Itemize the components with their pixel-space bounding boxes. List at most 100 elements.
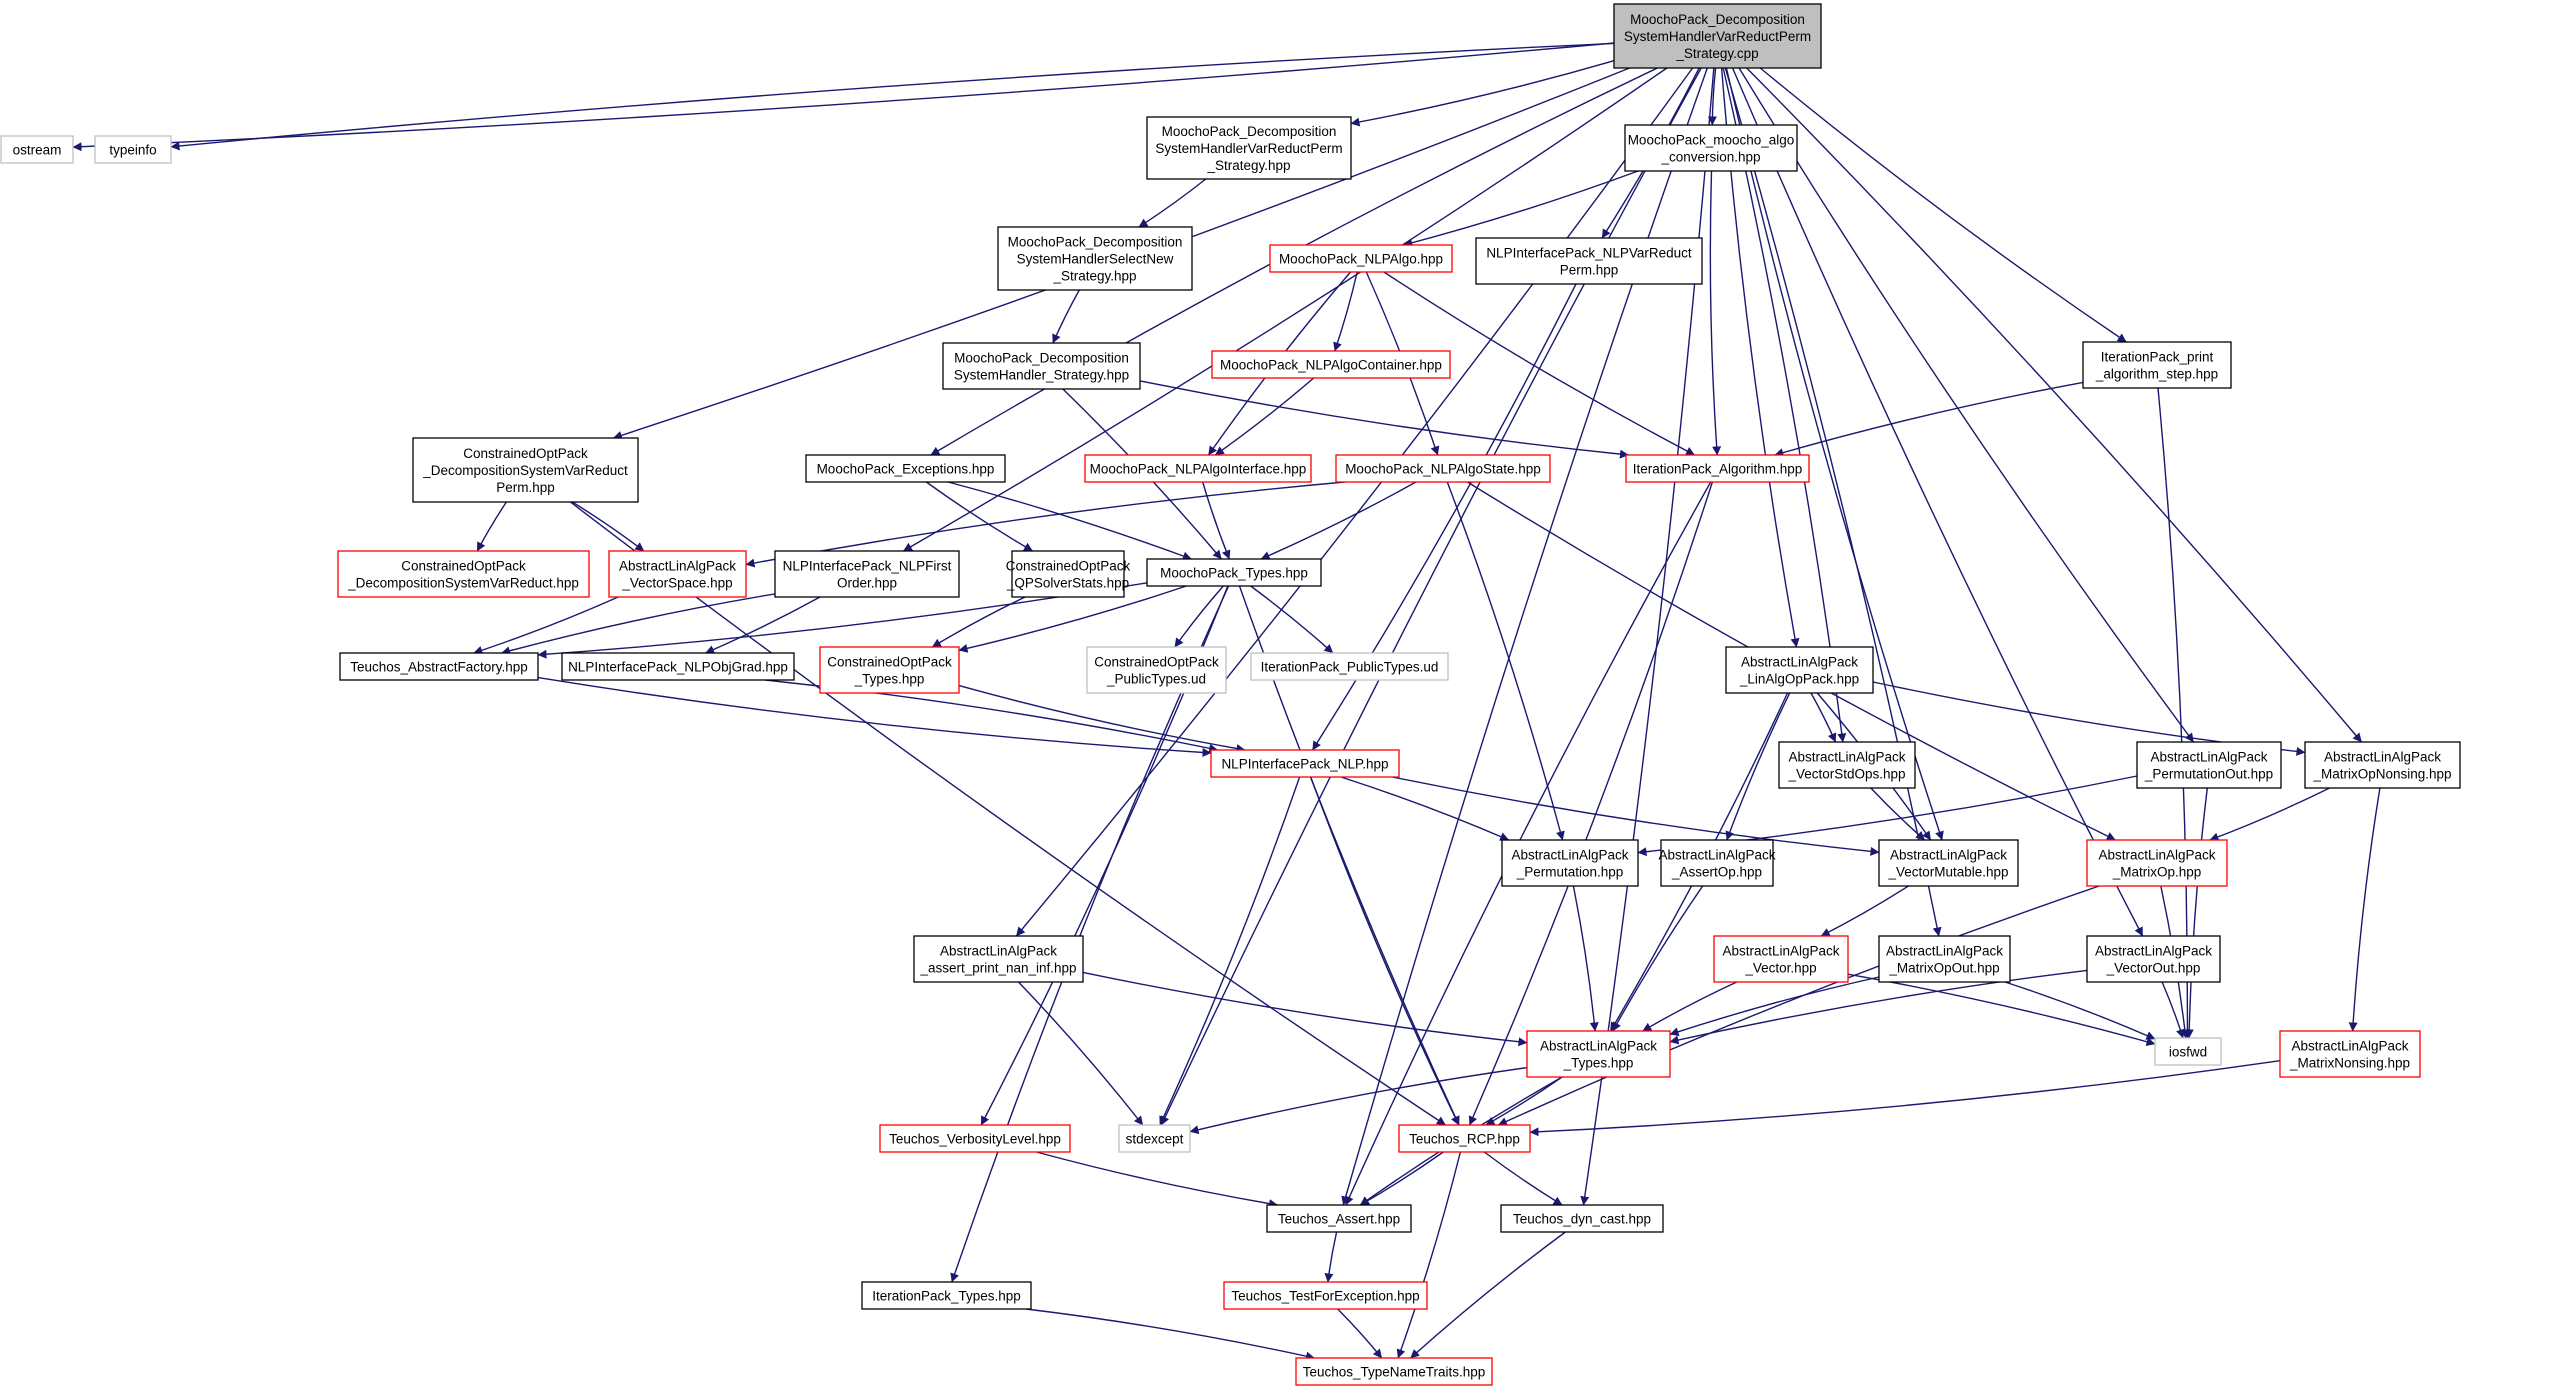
node-permutationout[interactable]: AbstractLinAlgPack _PermutationOut.hpp — [2136, 741, 2282, 789]
node-assert_print_nan[interactable]: AbstractLinAlgPack_assert_print_nan_inf.… — [913, 935, 1084, 983]
node-moocho_types[interactable]: MoochoPack_Types.hpp — [1146, 558, 1322, 587]
node-nlpalgocontainer[interactable]: MoochoPack_NLPAlgoContainer.hpp — [1211, 350, 1451, 379]
node-cop_dsvr_perm[interactable]: ConstrainedOptPack_DecompositionSystemVa… — [412, 437, 639, 503]
node-label-line: Teuchos_VerbosityLevel.hpp — [889, 1132, 1061, 1147]
node-label-line: _MatrixOpNonsing.hpp — [2312, 767, 2451, 782]
node-matrixopnonsing[interactable]: AbstractLinAlgPack _MatrixOpNonsing.hpp — [2304, 741, 2461, 789]
edge-nlpalgo-to-nlpalgocontainer — [1333, 271, 1358, 352]
node-box — [819, 646, 960, 694]
node-label-line: MoochoPack_Decomposition — [1162, 124, 1337, 139]
node-box — [2279, 1030, 2421, 1078]
node-dsh_strategy[interactable]: MoochoPack_DecompositionSystemHandler_St… — [942, 342, 1141, 390]
node-moocho_algo_conv[interactable]: MoochoPack_moocho_algo_conversion.hpp — [1624, 124, 1798, 172]
edge-iter_algorithm-to-rcp — [1468, 481, 1714, 1126]
node-root[interactable]: MoochoPack_DecompositionSystemHandlerVar… — [1613, 3, 1822, 69]
node-label-line: _PermutationOut.hpp — [2144, 767, 2273, 782]
node-print_algo_step[interactable]: IterationPack_print_algorithm_step.hpp — [2082, 341, 2232, 389]
node-dyn_cast[interactable]: Teuchos_dyn_cast.hpp — [1500, 1204, 1664, 1233]
node-box — [1295, 1357, 1493, 1386]
node-verbositylevel[interactable]: Teuchos_VerbosityLevel.hpp — [879, 1124, 1071, 1153]
node-label-line: _Vector.hpp — [1744, 961, 1816, 976]
node-ostream[interactable]: ostream — [0, 135, 74, 164]
node-box — [1624, 124, 1798, 172]
node-matrixopout[interactable]: AbstractLinAlgPack_MatrixOpOut.hpp — [1878, 935, 2011, 983]
node-label-line: _AssertOp.hpp — [1671, 865, 1762, 880]
node-nlpalgointerface[interactable]: MoochoPack_NLPAlgoInterface.hpp — [1084, 454, 1312, 483]
node-label-line: AbstractLinAlgPack — [2324, 750, 2441, 765]
node-cop_types[interactable]: ConstrainedOptPack_Types.hpp — [819, 646, 960, 694]
node-dshsn[interactable]: MoochoPack_DecompositionSystemHandlerSel… — [997, 226, 1193, 291]
node-vectorstdops[interactable]: AbstractLinAlgPack_VectorStdOps.hpp — [1778, 741, 1916, 789]
node-box — [2082, 341, 2232, 389]
edge-rcp-to-typenametraits — [1396, 1151, 1462, 1359]
node-label-line: Teuchos_RCP.hpp — [1409, 1132, 1520, 1147]
node-label-line: IterationPack_Types.hpp — [872, 1289, 1021, 1304]
edge-linalgoppack-to-assertop — [1725, 692, 1791, 841]
node-nlp[interactable]: NLPInterfacePack_NLP.hpp — [1210, 749, 1400, 778]
edge-cop_types-to-nlp — [958, 684, 1246, 753]
node-testforexception[interactable]: Teuchos_TestForException.hpp — [1223, 1281, 1428, 1310]
edge-ala_types-to-stdexcept — [1189, 1066, 1528, 1135]
node-box — [1713, 935, 1849, 983]
node-nlpalgo[interactable]: MoochoPack_NLPAlgo.hpp — [1269, 244, 1453, 273]
edge-moocho_algo_conv-to-iter_algorithm — [1709, 170, 1722, 456]
node-box — [1625, 454, 1810, 483]
node-label-line: _LinAlgOpPack.hpp — [1739, 672, 1859, 687]
node-vectorout[interactable]: AbstractLinAlgPack_VectorOut.hpp — [2086, 935, 2221, 983]
node-qpsolverstats[interactable]: ConstrainedOptPack_QPSolverStats.hpp — [1006, 550, 1131, 598]
node-rcp[interactable]: Teuchos_RCP.hpp — [1398, 1124, 1531, 1153]
node-label-line: Perm.hpp — [496, 480, 555, 495]
node-iosfwd[interactable]: iosfwd — [2154, 1037, 2222, 1066]
node-nlpalgostate[interactable]: MoochoPack_NLPAlgoState.hpp — [1335, 454, 1551, 483]
node-stdexcept[interactable]: stdexcept — [1118, 1124, 1191, 1153]
node-iter_public_types[interactable]: IterationPack_PublicTypes.ud — [1250, 652, 1449, 681]
edge-root-to-permutationout — [1738, 67, 2195, 743]
node-matrixop[interactable]: AbstractLinAlgPack_MatrixOp.hpp — [2086, 839, 2228, 887]
node-ala_types[interactable]: AbstractLinAlgPack_Types.hpp — [1526, 1030, 1671, 1078]
node-box — [2086, 839, 2228, 887]
node-vectormutable[interactable]: AbstractLinAlgPack_VectorMutable.hpp — [1878, 839, 2019, 887]
edge-vectormutable-to-vector — [1820, 885, 1909, 937]
node-exceptions[interactable]: MoochoPack_Exceptions.hpp — [805, 454, 1006, 483]
node-cop_public_types[interactable]: ConstrainedOptPack_PublicTypes.ud — [1086, 646, 1227, 694]
node-box — [561, 652, 795, 681]
node-nlpobjgrad[interactable]: NLPInterfacePack_NLPObjGrad.hpp — [561, 652, 795, 681]
node-cop_dsvr[interactable]: ConstrainedOptPack_DecompositionSystemVa… — [337, 550, 590, 598]
node-label-line: NLPInterfacePack_NLPObjGrad.hpp — [568, 660, 788, 675]
node-label-line: AbstractLinAlgPack — [1511, 848, 1628, 863]
node-vector[interactable]: AbstractLinAlgPack_Vector.hpp — [1713, 935, 1849, 983]
edge-dshsn-to-dsh_strategy — [1052, 289, 1080, 344]
node-label-line: AbstractLinAlgPack — [2150, 750, 2267, 765]
node-matrixnonsing[interactable]: AbstractLinAlgPack_MatrixNonsing.hpp — [2279, 1030, 2421, 1078]
node-typeinfo[interactable]: typeinfo — [94, 135, 172, 164]
node-label-line: IterationPack_PublicTypes.ud — [1261, 660, 1439, 675]
node-label-line: AbstractLinAlgPack — [2098, 848, 2215, 863]
edge-dsvrp_hpp-to-dshsn — [1138, 178, 1207, 228]
node-label-line: MoochoPack_NLPAlgo.hpp — [1279, 252, 1443, 267]
node-iter_algorithm[interactable]: IterationPack_Algorithm.hpp — [1625, 454, 1810, 483]
node-teuchos_assert[interactable]: Teuchos_Assert.hpp — [1266, 1204, 1412, 1233]
node-box — [805, 454, 1006, 483]
node-label-line: _VectorMutable.hpp — [1887, 865, 2008, 880]
node-box — [2086, 935, 2221, 983]
node-linalgoppack[interactable]: AbstractLinAlgPack_LinAlgOpPack.hpp — [1725, 646, 1874, 694]
node-iter_types[interactable]: IterationPack_Types.hpp — [861, 1281, 1032, 1310]
node-box — [1878, 935, 2011, 983]
node-abstractfactory[interactable]: Teuchos_AbstractFactory.hpp — [339, 652, 539, 681]
node-vectorspace[interactable]: AbstractLinAlgPack_VectorSpace.hpp — [608, 550, 747, 598]
edge-root-to-assert_print_nan — [1015, 67, 1694, 937]
node-box — [1211, 350, 1451, 379]
node-assertop[interactable]: AbstractLinAlgPack_AssertOp.hpp — [1658, 839, 1776, 887]
node-typenametraits[interactable]: Teuchos_TypeNameTraits.hpp — [1295, 1357, 1493, 1386]
node-permutation[interactable]: AbstractLinAlgPack_Permutation.hpp — [1501, 839, 1639, 887]
node-label-line: SystemHandlerVarReductPerm — [1624, 29, 1811, 44]
edge-root-to-ostream — [72, 42, 1615, 152]
node-label-line: Perm.hpp — [1560, 263, 1619, 278]
node-label-line: MoochoPack_Exceptions.hpp — [817, 462, 995, 477]
node-dsvrp_hpp[interactable]: MoochoPack_DecompositionSystemHandlerVar… — [1146, 116, 1352, 180]
edge-verbositylevel-to-teuchos_assert — [1036, 1151, 1279, 1209]
edge-cop_dsvr_perm-to-cop_dsvr — [476, 501, 507, 552]
